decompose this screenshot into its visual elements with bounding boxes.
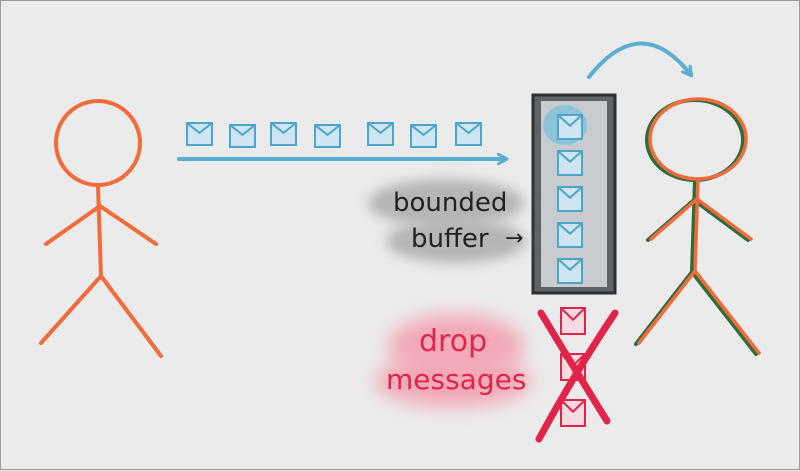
consume-arrow xyxy=(587,41,691,79)
consumer-head xyxy=(648,97,748,181)
message-envelope xyxy=(314,124,341,148)
producer-left-arm xyxy=(44,204,102,246)
dropped-message-envelope xyxy=(560,399,586,427)
buffered-message-envelope xyxy=(557,258,583,284)
producer-figure xyxy=(39,99,163,358)
consumer-left-arm xyxy=(649,197,699,241)
consumer-left-leg xyxy=(637,269,697,345)
message-envelope xyxy=(455,122,482,146)
producer-body xyxy=(96,184,103,278)
buffer-label-arrow: → xyxy=(505,226,523,251)
bounded-buffer-label: bounded buffer → xyxy=(368,179,526,263)
buffered-message-envelope xyxy=(557,150,583,176)
message-envelope xyxy=(367,122,394,146)
buffer-label-line1: bounded xyxy=(393,188,507,218)
dropped-message-envelope xyxy=(560,307,586,335)
buffered-message-envelope xyxy=(557,114,583,140)
in-flight-messages xyxy=(186,122,482,148)
buffered-message-envelope xyxy=(557,186,583,212)
drop-label-line1: drop xyxy=(419,324,487,359)
consumer-right-leg xyxy=(693,269,761,355)
message-envelope xyxy=(229,124,256,148)
message-envelope xyxy=(410,124,437,148)
buffered-messages xyxy=(557,114,583,284)
buffer-label-line2: buffer xyxy=(411,224,489,254)
drop-cross xyxy=(535,309,619,443)
producer-head xyxy=(54,99,142,187)
message-envelope xyxy=(186,122,213,146)
consumer-right-arm xyxy=(695,197,753,241)
consumer-figure xyxy=(634,97,761,356)
message-envelope xyxy=(270,122,297,146)
consumer-body xyxy=(693,177,700,273)
drop-label-line2: messages xyxy=(386,363,526,396)
buffered-message-envelope xyxy=(557,222,583,248)
producer-right-leg xyxy=(99,274,163,358)
bounded-buffer xyxy=(531,93,617,295)
producer-right-arm xyxy=(98,204,158,246)
producer-left-leg xyxy=(39,274,103,345)
drop-messages-label: drop messages xyxy=(375,314,531,407)
